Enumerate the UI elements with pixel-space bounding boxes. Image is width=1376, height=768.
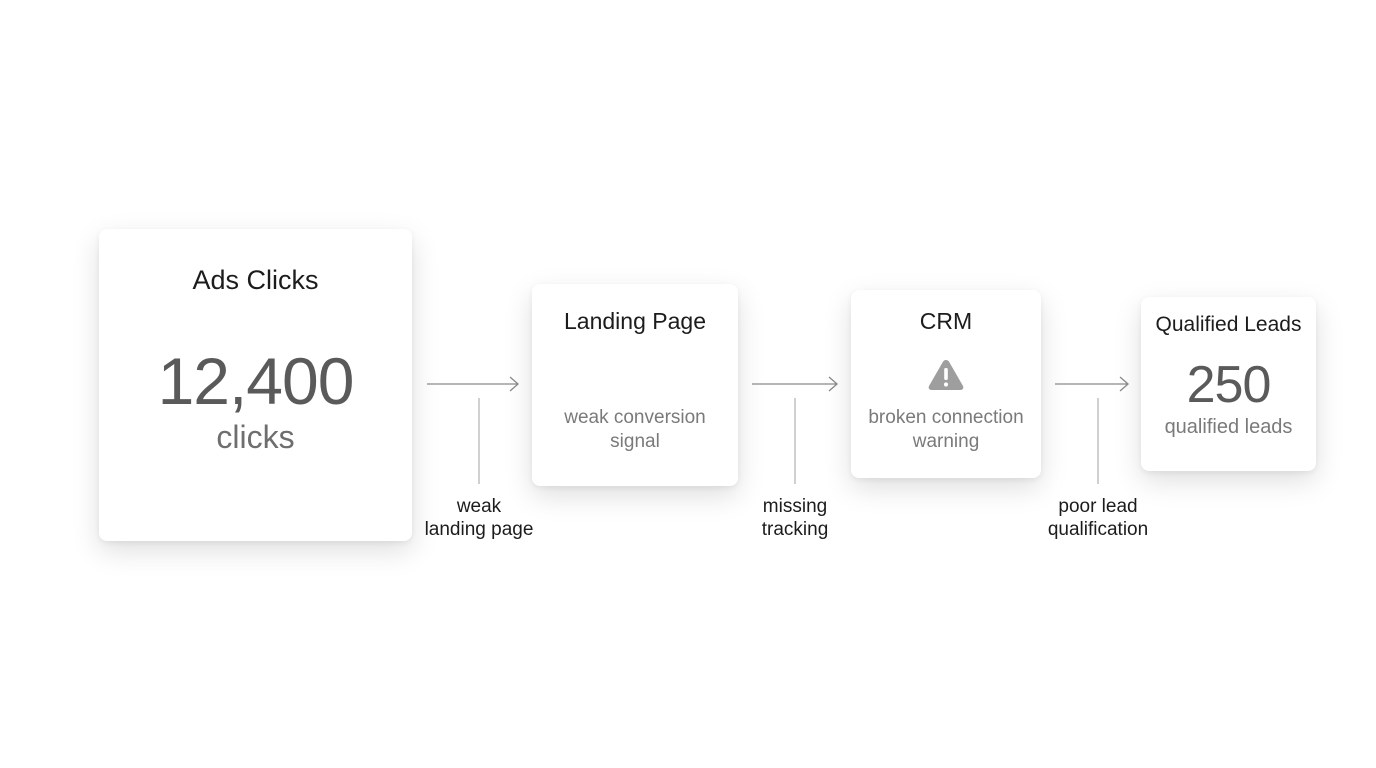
- leak-label-missing-tracking: missing tracking: [705, 495, 885, 541]
- stage-title: Ads Clicks: [192, 265, 319, 295]
- flow-arrow-3: [1055, 376, 1129, 484]
- warning-icon: [851, 358, 1041, 394]
- stage-card-landing-page: Landing Page weak conversion signal: [532, 284, 738, 486]
- stage-note: broken connection warning: [851, 406, 1041, 454]
- flow-arrow-1: [427, 376, 519, 484]
- stage-card-qualified-leads: Qualified Leads 250 qualified leads: [1141, 297, 1316, 471]
- stage-value: 250: [1186, 356, 1272, 414]
- stage-card-crm: CRM broken connection warning: [851, 290, 1041, 478]
- stage-note-line: weak conversion: [564, 407, 706, 428]
- leak-label-poor-lead-qualification: poor lead qualification: [1008, 495, 1188, 541]
- stage-card-ads-clicks: Ads Clicks 12,400 clicks: [99, 229, 412, 541]
- leak-label-weak-landing-page: weak landing page: [389, 495, 569, 541]
- leak-label-line: missing: [762, 496, 828, 517]
- leak-label-line: landing page: [424, 519, 534, 541]
- stage-value: 12,400: [157, 344, 355, 418]
- stage-note-line: signal: [610, 430, 660, 452]
- stage-title: CRM: [919, 308, 973, 334]
- leak-label-line: qualification: [1047, 519, 1149, 541]
- stage-unit: clicks: [216, 419, 295, 455]
- flow-arrow-2: [752, 376, 838, 484]
- leak-label-line: poor lead: [1058, 496, 1138, 517]
- stage-title: Qualified Leads: [1155, 313, 1302, 336]
- leak-label-line: tracking: [761, 519, 829, 541]
- stage-title: Landing Page: [564, 308, 706, 334]
- stage-note-line: warning: [912, 430, 980, 452]
- stage-unit: qualified leads: [1164, 416, 1293, 438]
- stage-note-line: broken connection: [868, 407, 1024, 428]
- leak-label-line: weak: [456, 496, 502, 517]
- stage-note: weak conversion signal: [532, 406, 738, 454]
